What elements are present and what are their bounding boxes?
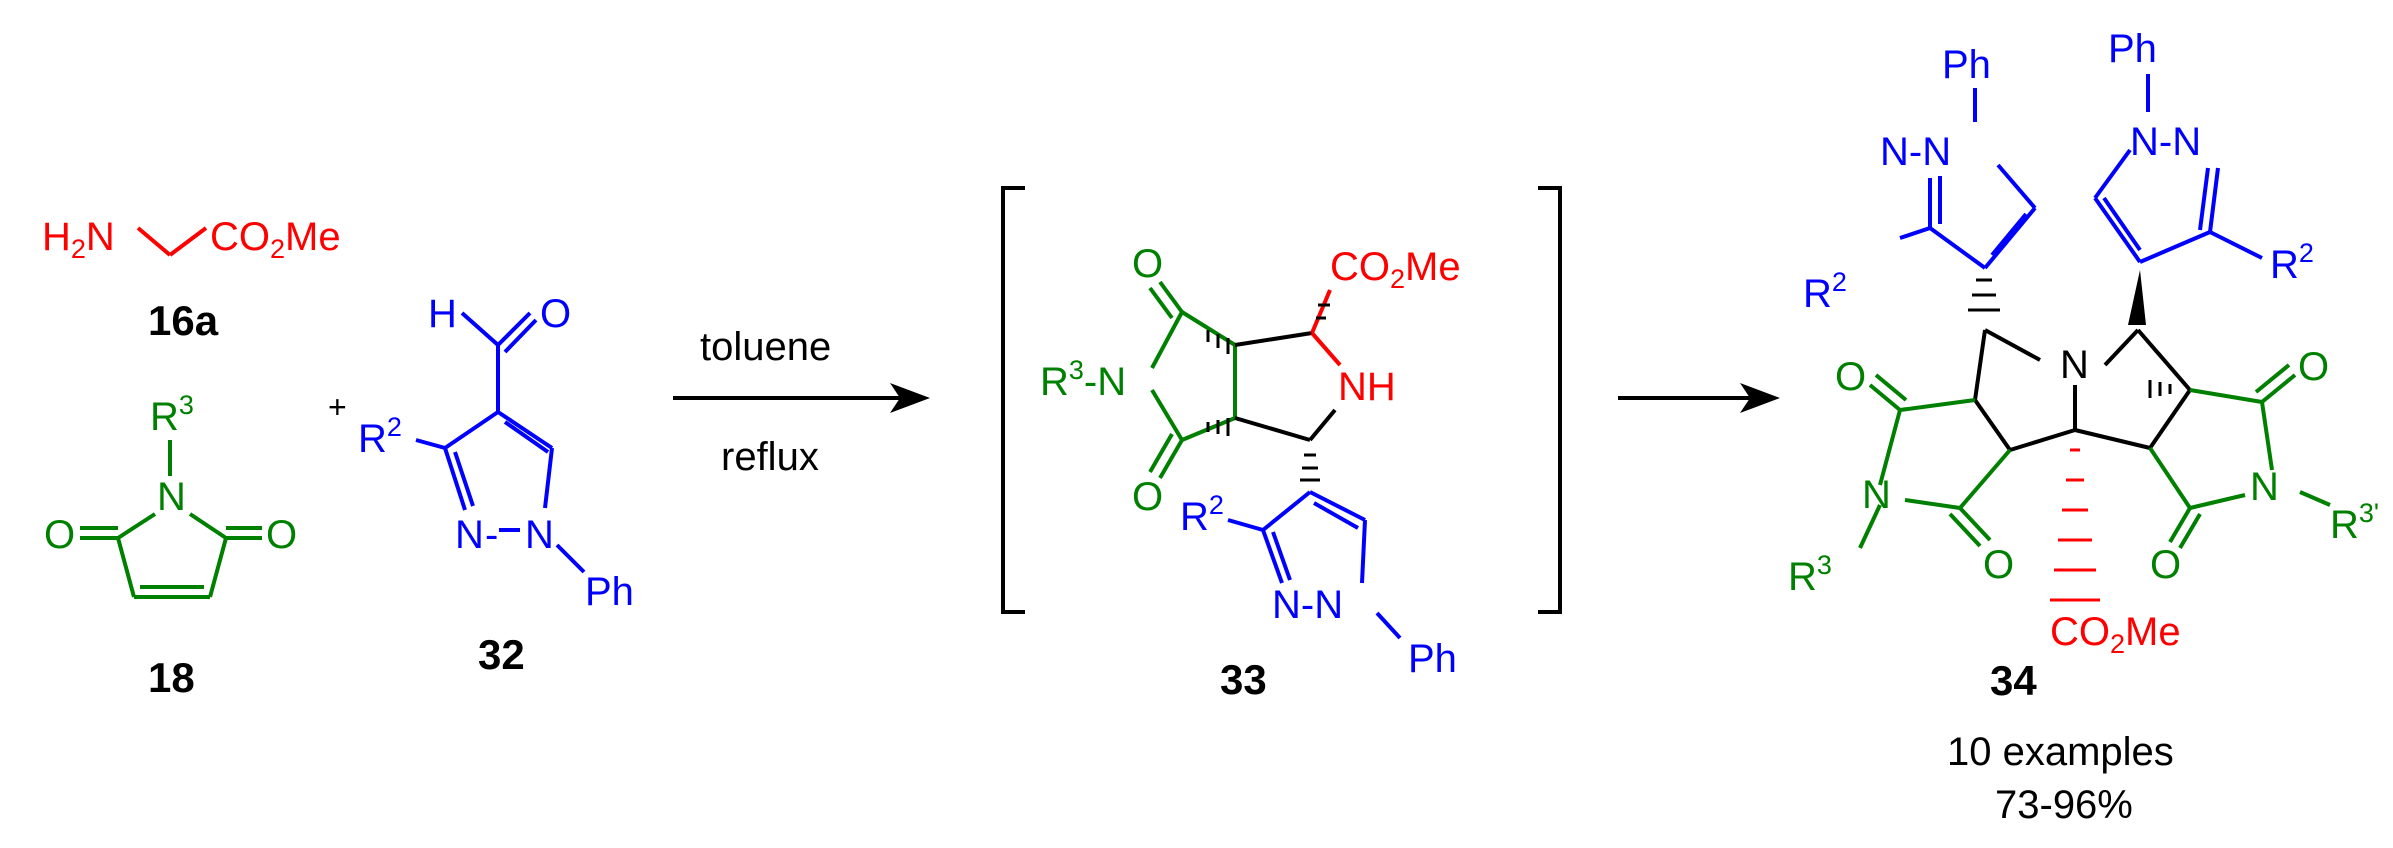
compound-34: Ph N-N R2 Ph N-N R2 (1788, 27, 2379, 704)
34-n-right: N (2250, 465, 2279, 509)
32-r2-label: R2 (358, 412, 402, 461)
34-pyrazole-n-right: N-N (2130, 120, 2201, 164)
18-o-left: O (44, 513, 75, 557)
34-r2-right: R2 (2270, 238, 2314, 287)
32-n2-label: N (525, 513, 554, 557)
33-r3-label: R3-N (1040, 355, 1126, 404)
bracket-right (1538, 186, 1562, 614)
34-ester-label: CO2Me (2050, 610, 2181, 659)
34-o-right-top: O (2298, 345, 2329, 389)
34-n-left: N (1862, 473, 1891, 517)
34-r3p-right: R3' (2330, 498, 2379, 547)
compound-33-number: 33 (1220, 656, 1267, 703)
compound-18-number: 18 (148, 654, 195, 701)
34-o-right-bottom: O (2150, 543, 2181, 587)
compound-18: R3 N O O 18 (44, 390, 297, 701)
34-ph-right: Ph (2108, 27, 2157, 71)
34-o-left-top: O (1835, 355, 1866, 399)
reaction-arrow-2 (1618, 383, 1780, 413)
compound-34-number: 34 (1990, 657, 2037, 704)
18-r3-label: R3 (150, 390, 194, 439)
33-o-top: O (1132, 242, 1163, 286)
bracket-left (1001, 186, 1025, 614)
32-ph-label: Ph (585, 570, 634, 614)
34-r2-left: R2 (1803, 267, 1847, 316)
32-n1-label: N (455, 513, 484, 557)
compound-16a: H2N CO2Me 16a (42, 215, 341, 344)
34-core-n-label: N (2060, 343, 2089, 387)
compound-32: H O R2 N - N Ph 32 (358, 292, 634, 678)
32-h-label: H (428, 292, 457, 336)
33-o-bottom: O (1132, 475, 1163, 519)
34-o-left-bottom: O (1983, 543, 2014, 587)
33-ester-label: CO2Me (1330, 245, 1461, 294)
33-r2-label: R2 (1180, 490, 1224, 539)
condition-top: toluene (700, 325, 831, 369)
yield-text: 73-96% (1995, 783, 2133, 827)
18-n-label: N (157, 475, 186, 519)
32-o-label: O (540, 292, 571, 336)
34-pyrazole-n-left: N-N (1880, 130, 1951, 174)
32-dash-label: - (485, 513, 498, 557)
examples-text: 10 examples (1947, 730, 2174, 774)
34-ph-left: Ph (1942, 43, 1991, 87)
compound-33: O R3-N O (1040, 242, 1461, 703)
18-o-right: O (266, 513, 297, 557)
reaction-arrow-1: toluene reflux (673, 325, 930, 479)
compound-16a-number: 16a (148, 297, 219, 344)
compound-32-number: 32 (478, 631, 525, 678)
34-r3-left: R3 (1788, 550, 1832, 599)
16a-h2n-label: H2N (42, 215, 115, 264)
16a-ester-label: CO2Me (210, 215, 341, 264)
33-nh-label: NH (1338, 365, 1396, 409)
plus-sign: + (328, 389, 347, 425)
33-ph-label: Ph (1408, 637, 1457, 681)
33-pyrazole-n-label: N-N (1272, 583, 1343, 627)
condition-bottom: reflux (721, 435, 819, 479)
